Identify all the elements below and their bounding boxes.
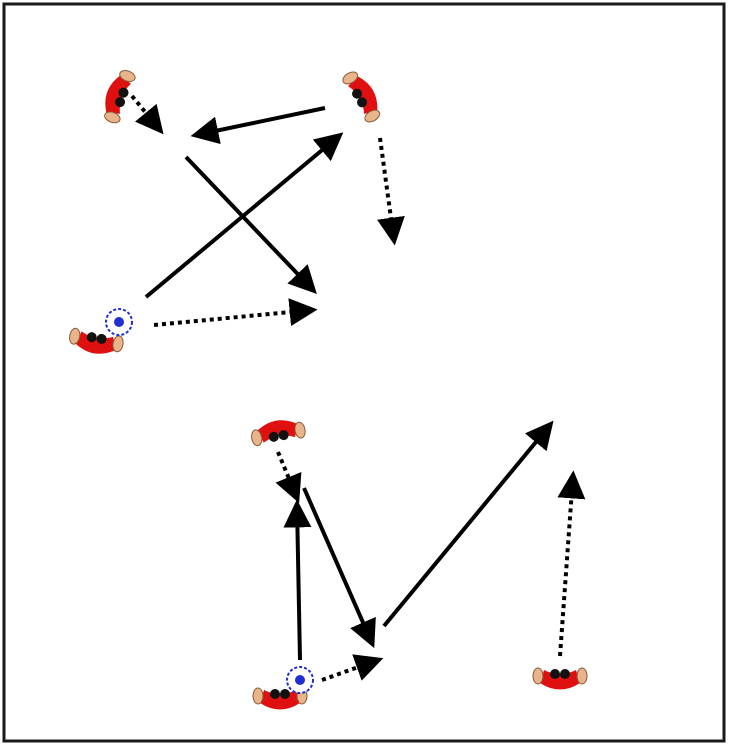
pass-arrow-p5-to-p4	[283, 499, 312, 661]
run-arrow-p3	[153, 298, 318, 327]
run-arrow-p5	[321, 654, 384, 682]
player-p2	[342, 71, 381, 123]
run-arrow-p6	[557, 470, 586, 657]
pass-arrow-p1-diagonal	[184, 155, 317, 295]
player-p1	[104, 70, 136, 124]
player-p4	[251, 420, 306, 447]
player-p3	[69, 327, 124, 354]
pass-arrow-p2-to-p1	[190, 106, 326, 145]
pass-arrow-p4-down	[302, 487, 376, 649]
player-p6	[532, 667, 588, 690]
ball-p5	[286, 666, 314, 694]
run-arrow-p4	[275, 451, 302, 504]
ball-p3	[105, 308, 133, 336]
run-arrow-p2	[377, 137, 405, 246]
pass-arrow-long	[382, 420, 554, 628]
